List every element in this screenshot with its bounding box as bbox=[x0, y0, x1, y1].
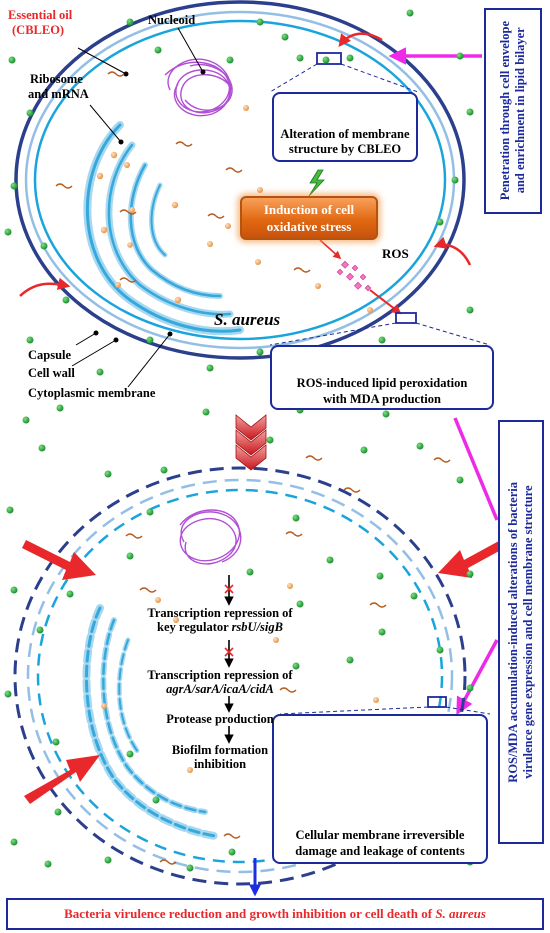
ribosomes bbox=[100, 151, 179, 288]
cytoplasmic-membrane-label: Cytoplasmic membrane bbox=[28, 386, 156, 400]
membrane-alteration-line-1: Alteration of membrane bbox=[280, 127, 410, 141]
damaged-wall bbox=[26, 478, 454, 874]
cell-wall-label: Cell wall bbox=[28, 366, 75, 380]
accumulation-arrow-1 bbox=[453, 417, 499, 521]
oil-entry-arrow-right bbox=[433, 236, 472, 266]
upper-cell bbox=[14, 0, 491, 388]
membrane-zoom-marker-lower bbox=[427, 696, 447, 708]
ros-label: ROS bbox=[382, 246, 409, 261]
lightning-bolt bbox=[308, 169, 325, 197]
ros-to-stress-arrow bbox=[319, 239, 342, 260]
damaged-capsule bbox=[13, 466, 467, 886]
ribosome-label-2: and mRNA bbox=[28, 87, 89, 101]
lower-nucleoid-dna bbox=[179, 509, 242, 565]
pathway-step-1: Transcription repression of key regulato… bbox=[147, 606, 293, 634]
conclusion-box: Bacteria virulence reduction and growth … bbox=[6, 898, 544, 930]
internal-membranes bbox=[83, 121, 244, 336]
lipid-peroxidation-line-2: with MDA production bbox=[323, 392, 441, 406]
accumulation-panel: ROS/MDA accumulation-induced alterations… bbox=[498, 420, 544, 844]
attack-arrows bbox=[22, 536, 512, 804]
conclusion-species: S. aureus bbox=[435, 906, 486, 921]
lipid-peroxidation-box: ROS-induced lipid peroxidation with MDA … bbox=[270, 345, 494, 410]
oxidative-stress-line-2: oxidative stress bbox=[266, 219, 352, 234]
oxidative-stress-box: Induction of cell oxidative stress bbox=[240, 196, 378, 240]
oil-entry-arrow-top bbox=[338, 32, 383, 47]
lipid-peroxidation-line-1: ROS-induced lipid peroxidation bbox=[296, 376, 468, 390]
ros-to-membrane-arrow bbox=[369, 289, 402, 315]
accumulation-text: ROS/MDA accumulation-induced alterations… bbox=[506, 481, 535, 783]
membrane-damage-box: Cellular membrane irreversible damage an… bbox=[272, 714, 488, 864]
oil-particles bbox=[4, 9, 474, 872]
lower-cell bbox=[13, 466, 512, 897]
ribosome-label: Ribosome bbox=[30, 72, 83, 86]
nucleoid-dna bbox=[164, 58, 233, 117]
orange-particles bbox=[96, 105, 379, 773]
capsule-ring bbox=[14, 0, 466, 360]
pathway-step-4: Biofilm formation inhibition bbox=[171, 743, 269, 771]
essential-oil-label: Essential oil bbox=[8, 8, 73, 22]
ros-particles bbox=[336, 260, 372, 292]
membrane-alteration-box: Alteration of membrane structure by CBLE… bbox=[272, 92, 418, 162]
membrane-alteration-line-2: structure by CBLEO bbox=[288, 142, 402, 156]
organism-label: S. aureus bbox=[214, 310, 281, 329]
nucleoid-label: Nucleoid bbox=[148, 13, 196, 27]
cytoplasmic-membrane-ring bbox=[33, 19, 447, 341]
membrane-damage-line-2: damage and leakage of contents bbox=[295, 844, 465, 858]
oil-entry-arrow-left bbox=[19, 277, 71, 297]
conclusion-text: Bacteria virulence reduction and growth … bbox=[64, 906, 436, 921]
capsule-label: Capsule bbox=[28, 348, 72, 362]
membrane-damage-line-1: Cellular membrane irreversible bbox=[295, 828, 465, 842]
pathway-step-2: Transcription repression of agrA/sarA/ic… bbox=[147, 668, 293, 696]
repression-crosses bbox=[224, 584, 234, 657]
membrane-zoom-marker-mid bbox=[395, 312, 417, 324]
transition-chevrons bbox=[235, 414, 267, 471]
essential-oil-abbr-label: (CBLEO) bbox=[12, 23, 65, 37]
oxidative-stress-line-1: Induction of cell bbox=[263, 202, 355, 217]
pathway-step-3: Protease production bbox=[166, 712, 274, 726]
damaged-membrane bbox=[36, 488, 444, 864]
membrane-zoom-marker-top bbox=[316, 52, 342, 65]
lower-internal-membranes bbox=[82, 604, 219, 840]
